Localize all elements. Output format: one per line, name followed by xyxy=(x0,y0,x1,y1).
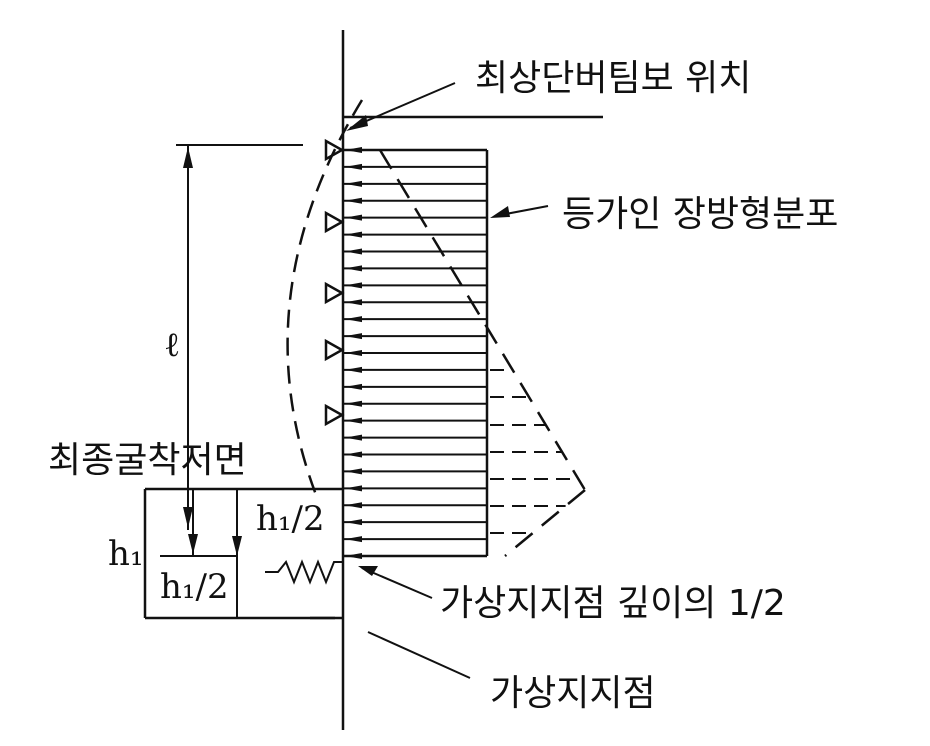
load-arrow-head xyxy=(345,197,362,204)
load-arrow-head xyxy=(345,231,362,238)
load-arrow-head xyxy=(345,163,362,170)
load-arrow-head xyxy=(345,265,362,272)
strut-support-icon xyxy=(324,210,345,234)
load-arrow-head xyxy=(345,468,362,475)
load-arrow-head xyxy=(345,214,362,221)
strut-support-icon xyxy=(324,403,345,427)
symbol-h1-half-top: h₁/2 xyxy=(256,499,325,539)
pointer-top-strut xyxy=(349,82,456,129)
load-arrow-head xyxy=(345,147,362,153)
load-arrow-head xyxy=(345,333,362,340)
load-arrow-head xyxy=(345,536,362,543)
pointer-virtual-support xyxy=(367,631,471,679)
load-arrow-head xyxy=(345,180,362,187)
strut-support-icon xyxy=(324,338,345,362)
pointer-rect-head xyxy=(490,206,510,218)
load-arrow-head xyxy=(345,366,362,373)
load-arrow-head xyxy=(345,400,362,407)
load-arrow-head xyxy=(345,316,362,323)
spring-icon xyxy=(265,559,343,585)
label-final-excavation: 최종굴착저면 xyxy=(48,440,247,481)
label-top-strut: 최상단버팀보 위치 xyxy=(475,58,751,99)
load-arrow-head xyxy=(345,434,362,441)
load-arrow-head xyxy=(345,519,362,526)
strut-support-icon xyxy=(324,281,345,305)
load-arrow-head xyxy=(345,485,362,492)
symbol-h1: h₁ xyxy=(108,534,144,574)
h1-half-arrow-1 xyxy=(188,534,198,554)
h1-half-arrow-2 xyxy=(232,536,242,556)
load-arrow-head xyxy=(345,451,362,458)
load-arrow-head xyxy=(345,553,362,559)
symbol-h1-half-bottom: h₁/2 xyxy=(160,567,229,607)
load-arrow-head xyxy=(345,350,362,356)
symbol-l: ℓ xyxy=(164,325,180,365)
pointer-half-depth-head xyxy=(358,566,378,576)
strut-support-icon xyxy=(324,138,345,162)
label-equivalent-rect: 등가인 장방형분포 xyxy=(562,194,838,235)
load-arrows xyxy=(343,147,487,559)
actual-dist-lower xyxy=(504,489,586,557)
dim-l-arrow-bottom xyxy=(183,507,193,528)
label-virtual-support: 가상지지점 xyxy=(490,673,656,714)
load-arrow-head xyxy=(345,383,362,390)
dim-l-arrow-top xyxy=(183,147,193,168)
load-arrow-head xyxy=(345,417,362,424)
load-arrow-head xyxy=(345,299,362,306)
label-virtual-half-depth: 가상지지점 깊이의 1/2 xyxy=(440,583,786,624)
load-arrow-head xyxy=(345,248,362,255)
load-arrow-head xyxy=(345,282,362,289)
dashed-hatch xyxy=(490,369,579,534)
pointer-top-strut-head xyxy=(346,115,368,131)
load-arrow-head xyxy=(345,502,362,509)
strut-supports xyxy=(324,138,345,427)
